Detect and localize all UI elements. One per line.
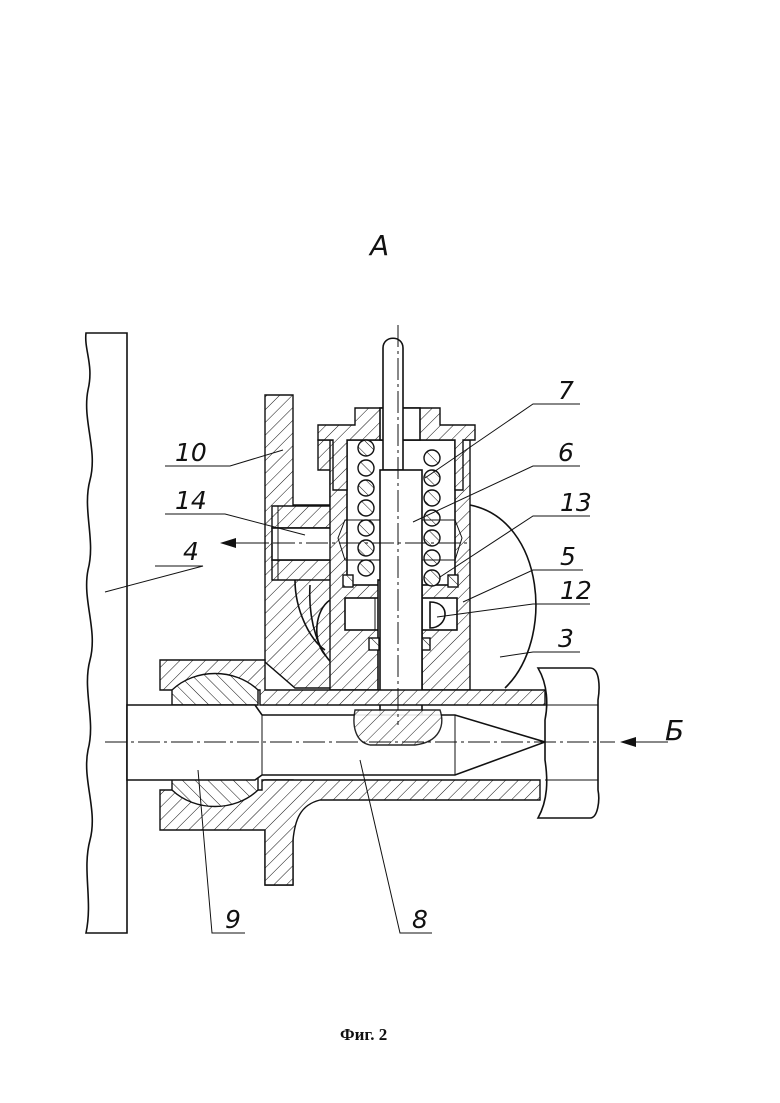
- spring-coil: [358, 440, 374, 456]
- spring-coil: [424, 570, 440, 586]
- part-label-5: 5: [560, 542, 576, 571]
- part-label-6: 6: [558, 438, 574, 467]
- spring-coil: [358, 560, 374, 576]
- spring-coil: [358, 460, 374, 476]
- wall-plate: [86, 333, 127, 933]
- part-label-4: 4: [183, 537, 199, 566]
- part-label-9: 9: [225, 905, 241, 934]
- spring-coil: [424, 470, 440, 486]
- part-label-14: 14: [175, 486, 207, 515]
- part-label-8: 8: [412, 905, 428, 934]
- spring-coil: [424, 530, 440, 546]
- hex-head: [538, 668, 599, 818]
- part-label-13: 13: [560, 488, 592, 517]
- spring-coil: [424, 550, 440, 566]
- spring-coil: [358, 520, 374, 536]
- spring-coil: [358, 480, 374, 496]
- part-label-10: 10: [175, 438, 207, 467]
- spring-coil: [424, 450, 440, 466]
- spring-coil: [424, 490, 440, 506]
- spring-coil: [424, 510, 440, 526]
- part-label-3: 3: [558, 624, 574, 653]
- spring-coil: [358, 540, 374, 556]
- view-label: A: [368, 229, 389, 262]
- figure-caption: Фиг. 2: [340, 1025, 387, 1044]
- part-label-7: 7: [558, 376, 574, 405]
- spring-coil: [358, 500, 374, 516]
- direction-label: Б: [665, 714, 684, 747]
- part-label-12: 12: [560, 576, 592, 605]
